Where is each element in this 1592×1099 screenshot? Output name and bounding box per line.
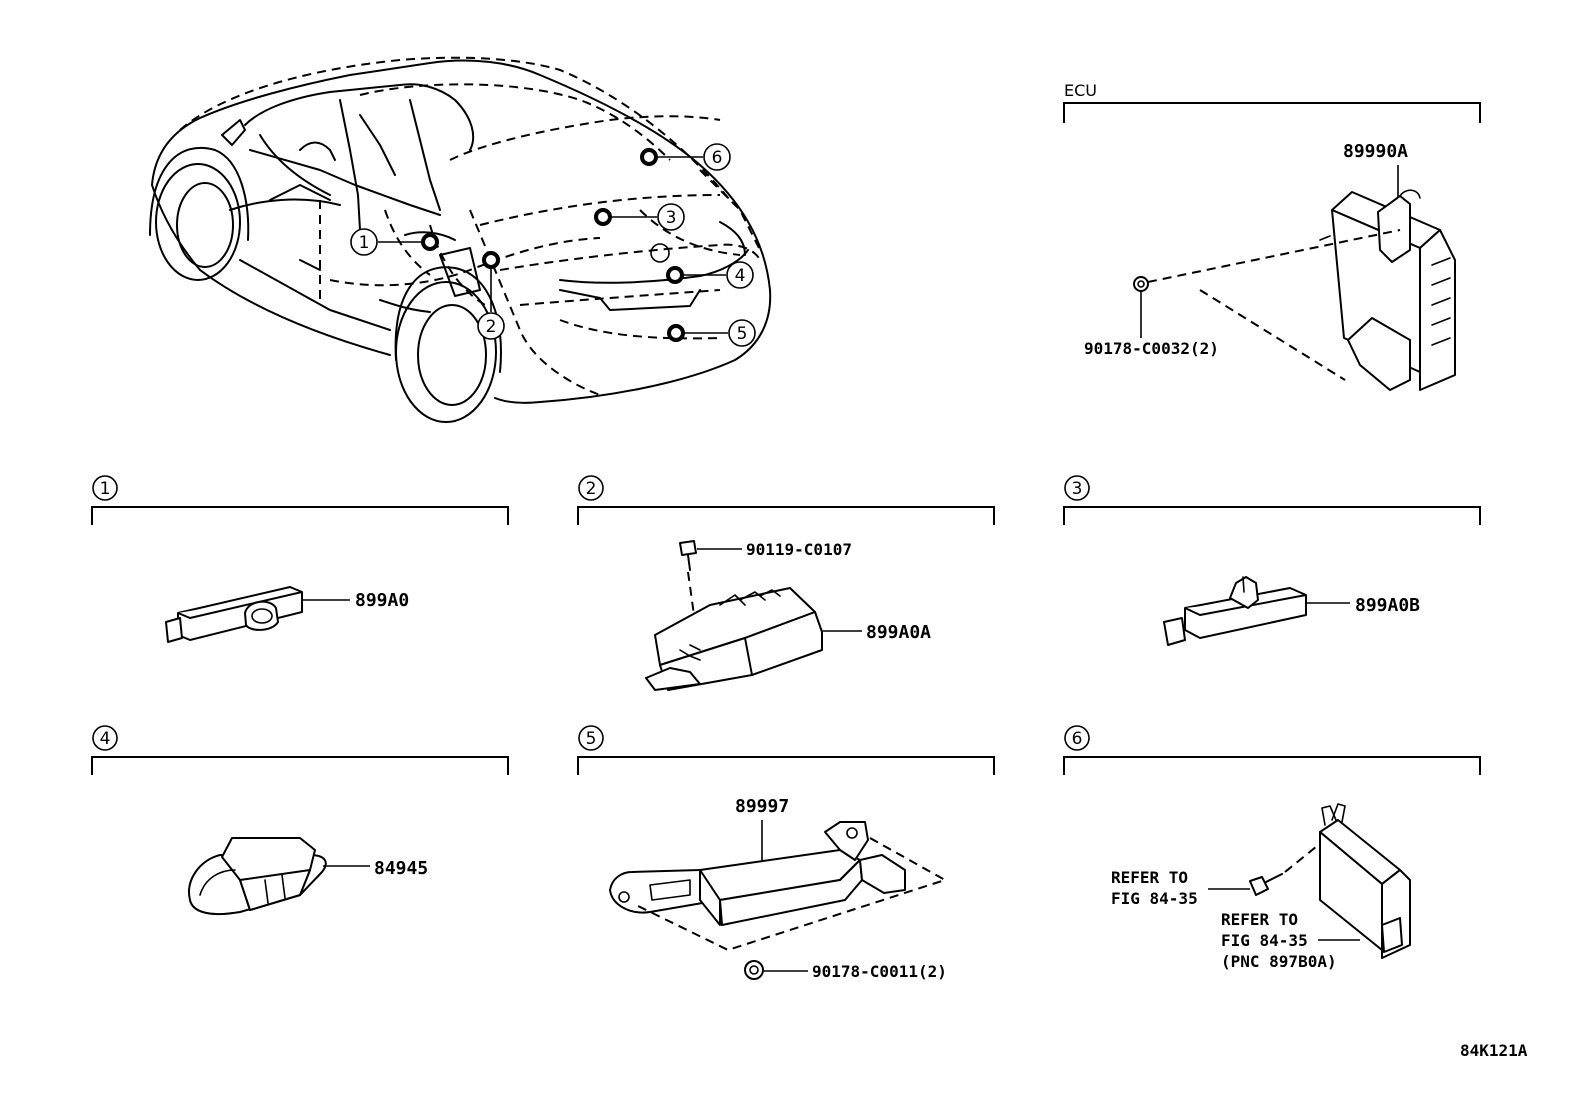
- figure-id: 84K121A: [1460, 1041, 1528, 1060]
- svg-text:6: 6: [1072, 729, 1083, 749]
- section-3: 3 899A0B: [1063, 475, 1481, 646]
- section-1: 1 899A0: [91, 475, 509, 643]
- refer-to-2-line-3: (PNC 897B0A): [1221, 952, 1337, 971]
- marker-6: [640, 148, 658, 166]
- callout-2: 2: [477, 312, 505, 340]
- antenna-899a0a: [645, 587, 823, 691]
- callout-5: 5: [728, 319, 756, 347]
- marker-1: [421, 233, 439, 251]
- section-2: 2 90119-C0107 899A0A: [577, 475, 995, 691]
- switch-84945: [188, 837, 327, 916]
- svg-text:4: 4: [100, 729, 111, 749]
- marker-5: [667, 324, 685, 342]
- ecu-nut: [1133, 276, 1149, 292]
- svg-text:4: 4: [735, 266, 746, 286]
- marker-2: [482, 251, 500, 269]
- section-3-badge: 3: [1064, 475, 1090, 501]
- section-4-badge: 4: [92, 725, 118, 751]
- svg-text:5: 5: [586, 729, 597, 749]
- refer-to-1-line-2: FIG 84-35: [1111, 889, 1198, 908]
- section-4: 4 84945: [91, 725, 509, 916]
- part-84945: 84945: [374, 858, 428, 879]
- ecu-fastener: 90178-C0032(2): [1084, 339, 1219, 358]
- marker-4: [666, 266, 684, 284]
- antenna-89997: [609, 821, 906, 926]
- svg-text:3: 3: [666, 208, 677, 228]
- fastener-90119: 90119-C0107: [746, 540, 852, 559]
- svg-text:1: 1: [359, 233, 370, 253]
- section-2-badge: 2: [578, 475, 604, 501]
- section-5-badge: 5: [578, 725, 604, 751]
- refer-to-2-line-2: FIG 84-35: [1221, 931, 1308, 950]
- callout-4: 4: [726, 261, 754, 289]
- part-899a0a: 899A0A: [866, 622, 931, 643]
- antenna-899a0b: [1163, 576, 1307, 646]
- vehicle-illustration: [149, 56, 772, 423]
- svg-text:6: 6: [712, 148, 723, 168]
- bolt-90119: [679, 540, 697, 571]
- section-1-badge: 1: [92, 475, 118, 501]
- section-6: 6 REFER TO FIG 84-35 REFER TO FIG 84-35 …: [1063, 725, 1481, 971]
- fastener-90178-c0011: 90178-C0011(2): [812, 962, 947, 981]
- nut-90178-c0011: [744, 960, 764, 980]
- section-5: 5 89997 90178-C0011(2): [577, 725, 995, 981]
- bolt-refer: [1249, 873, 1283, 896]
- rear-wheel: [394, 266, 502, 423]
- svg-text:3: 3: [1072, 479, 1083, 499]
- part-899a0: 899A0: [355, 590, 409, 611]
- front-wheel: [149, 146, 250, 281]
- svg-text:5: 5: [737, 324, 748, 344]
- module-897b0a: [1319, 803, 1411, 959]
- svg-text:2: 2: [486, 317, 497, 337]
- refer-to-1-line-1: REFER TO: [1111, 868, 1188, 887]
- callout-6: 6: [703, 143, 731, 171]
- svg-text:1: 1: [100, 479, 111, 499]
- callout-1: 1: [350, 228, 378, 256]
- part-899a0b: 899A0B: [1355, 595, 1420, 616]
- ecu-part-number: 89990A: [1343, 141, 1408, 162]
- marker-3: [594, 208, 612, 226]
- part-89997: 89997: [735, 796, 789, 817]
- svg-text:2: 2: [586, 479, 597, 499]
- antenna-899a0: [165, 586, 303, 643]
- ecu-title: ECU: [1064, 81, 1097, 100]
- refer-to-2-line-1: REFER TO: [1221, 910, 1298, 929]
- ecu-module: [1319, 189, 1456, 391]
- callout-3: 3: [657, 203, 685, 231]
- callout-markers: 1 2 3 4 5 6: [350, 143, 756, 347]
- section-6-badge: 6: [1064, 725, 1090, 751]
- ecu-section: ECU 89990A 90178-C0032(2): [1063, 81, 1481, 391]
